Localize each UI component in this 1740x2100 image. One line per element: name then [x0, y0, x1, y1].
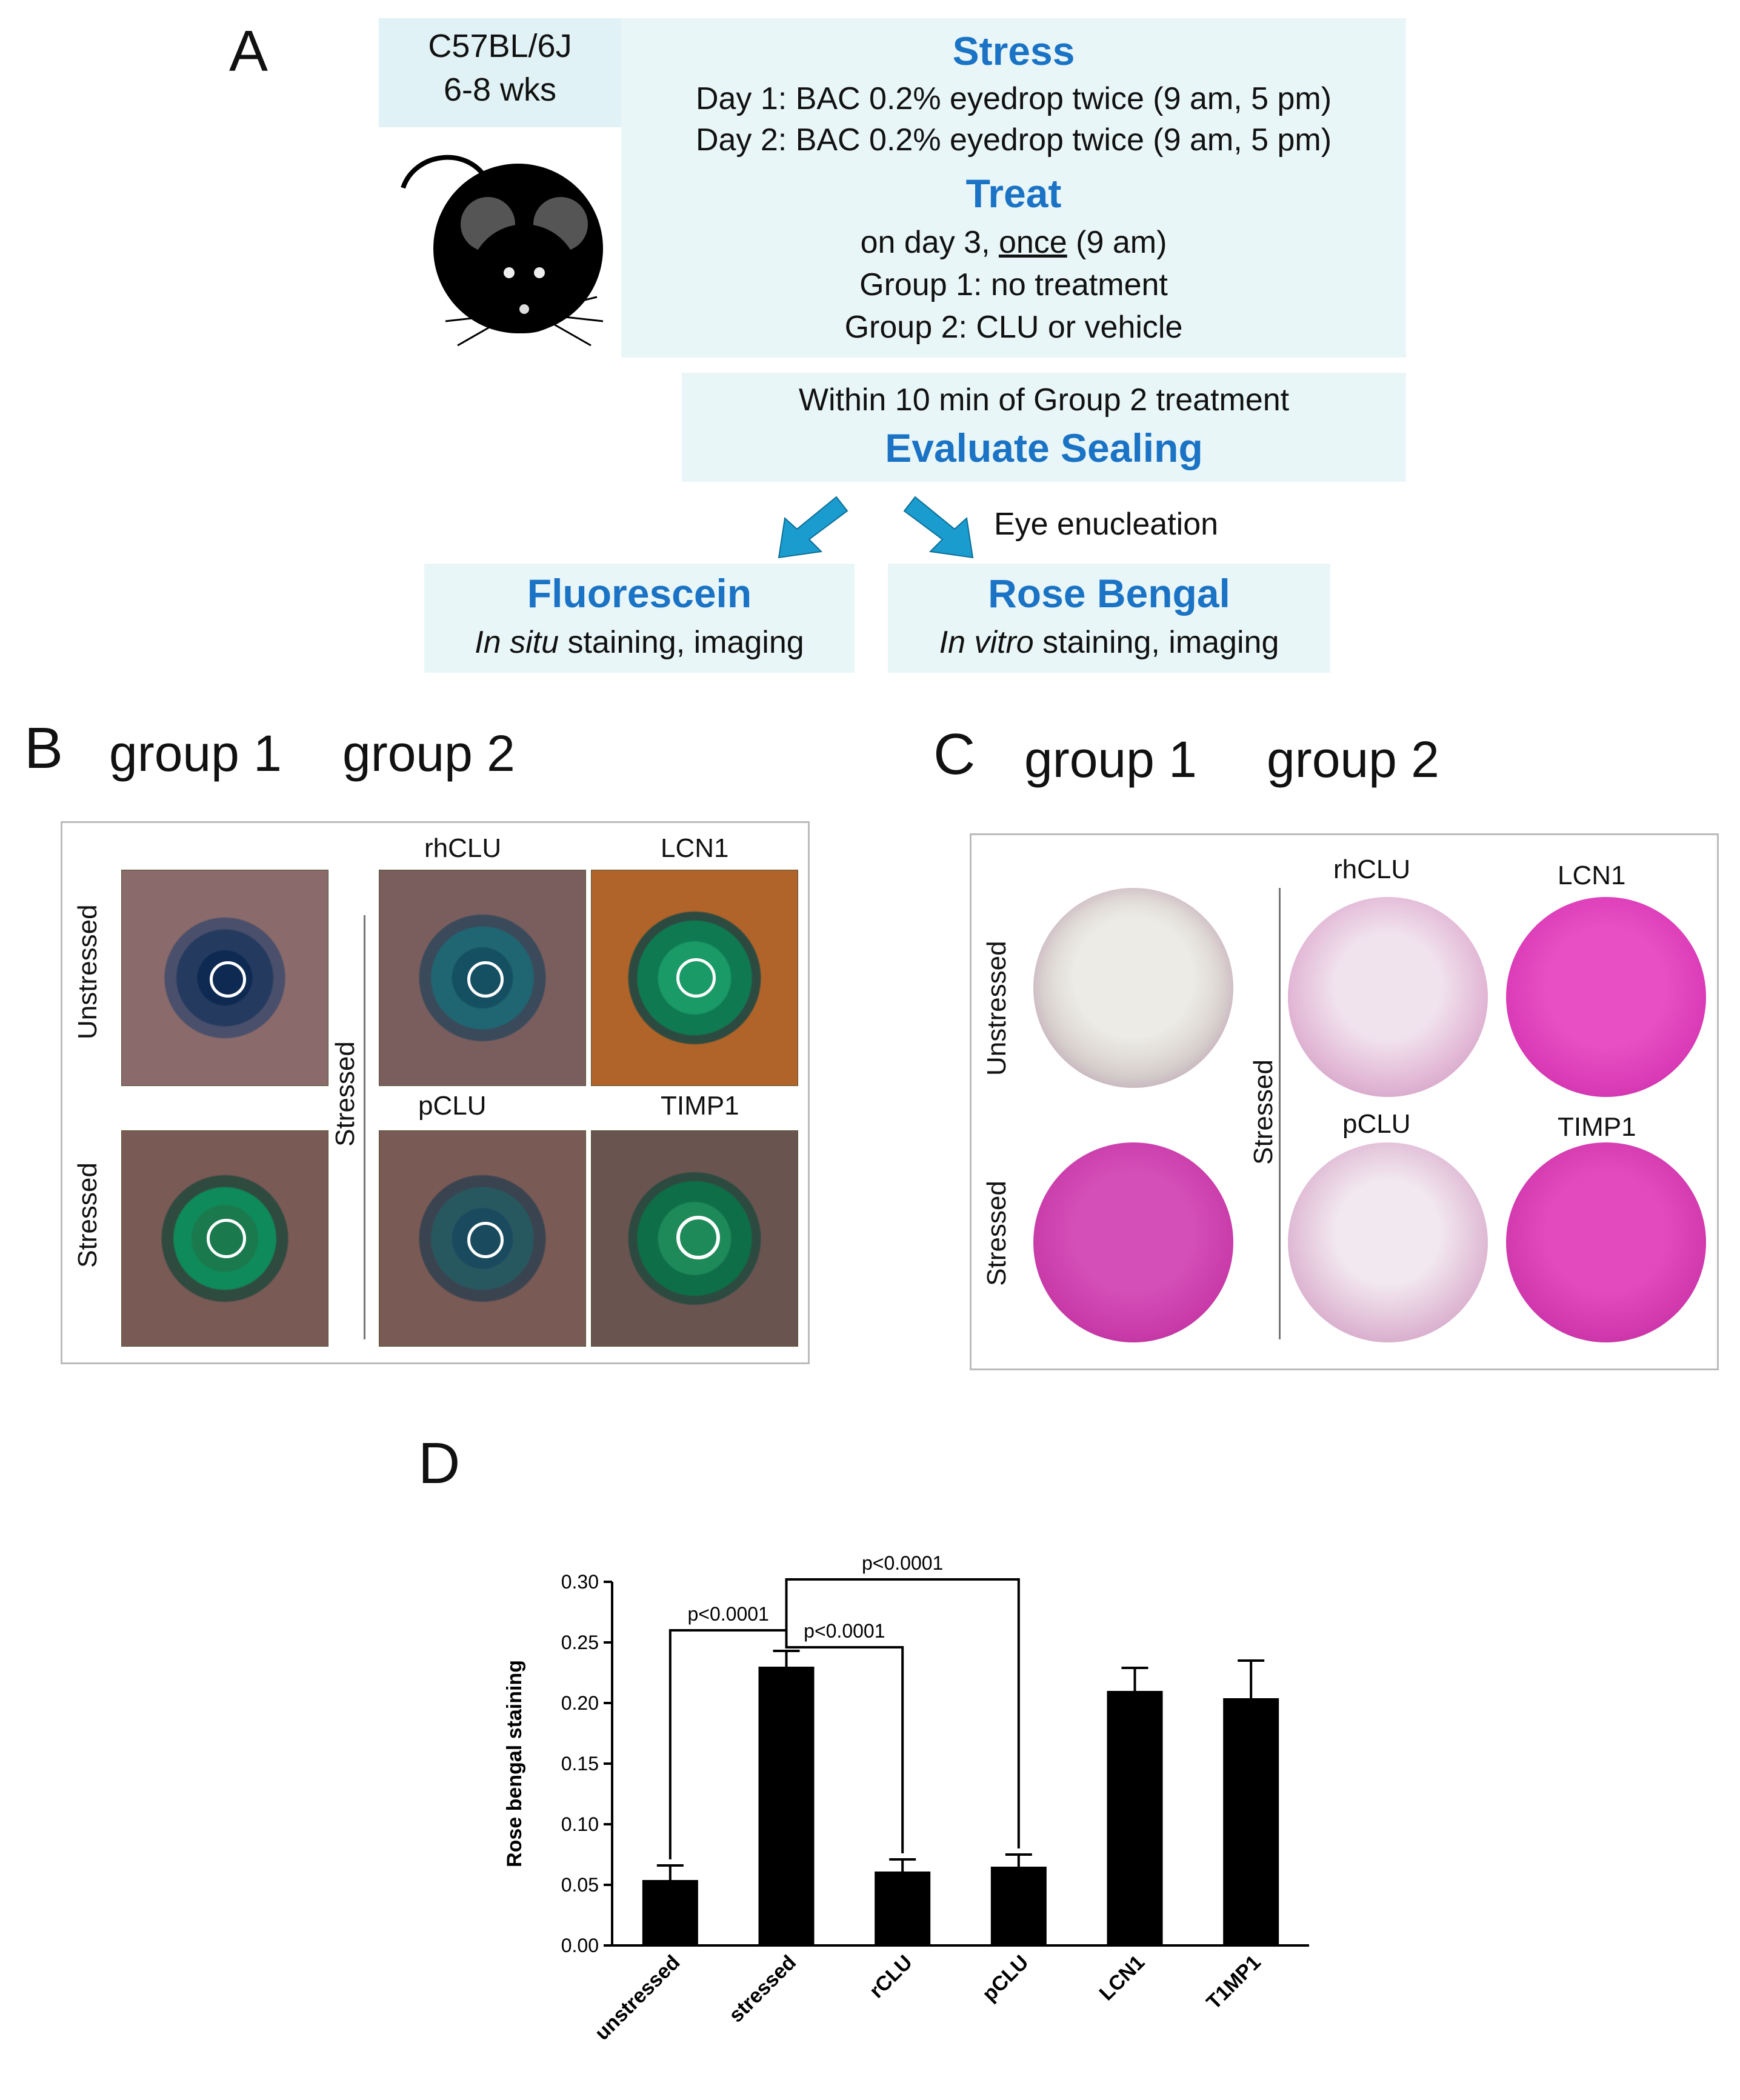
treat-group2: Group 2: CLU or vehicle — [844, 310, 1183, 345]
y-tick-label: 0.10 — [561, 1813, 599, 1835]
rose-bengal-italic: In vitro — [939, 625, 1034, 660]
panel-b-group2: group 2 — [342, 725, 515, 782]
dish-stressed-lcn1 — [1506, 897, 1706, 1097]
b-label-pclu: pCLU — [418, 1091, 487, 1121]
panel-c-letter: C — [933, 722, 976, 787]
bar — [1223, 1698, 1279, 1945]
b-label-timp1: TIMP1 — [661, 1091, 739, 1121]
stress-title: Stress — [952, 28, 1075, 73]
x-tick-label: rCLU — [865, 1951, 917, 2003]
mouse-age: 6-8 wks — [443, 72, 557, 108]
x-tick-label: LCN1 — [1095, 1951, 1149, 2005]
rose-bengal-title: Rose Bengal — [988, 571, 1230, 616]
dish-stressed-group1 — [1033, 1142, 1233, 1342]
rose-bengal-rest: staining, imaging — [1033, 625, 1279, 660]
stress-day1: Day 1: BAC 0.2% eyedrop twice (9 am, 5 p… — [695, 81, 1332, 116]
y-tick-label: 0.15 — [561, 1753, 599, 1775]
b-separator — [364, 915, 365, 1339]
dish-unstressed-group1 — [1033, 888, 1233, 1088]
significance-label: p<0.0001 — [862, 1552, 943, 1574]
eye-stressed-group1 — [121, 1130, 328, 1347]
c-row-unstressed: Unstressed — [982, 941, 1012, 1076]
y-tick-label: 0.05 — [561, 1874, 599, 1896]
eye-stressed-rhclu — [379, 870, 586, 1086]
y-axis-label: Rose bengal staining — [503, 1660, 526, 1867]
eye-enucleation: Eye enucleation — [994, 507, 1219, 542]
c-col-stressed: Stressed — [1248, 1059, 1278, 1165]
eye-unstressed-group1 — [121, 870, 328, 1086]
mouse-illustration — [379, 127, 621, 358]
panel-b-group1: group 1 — [109, 725, 282, 782]
bar — [758, 1667, 815, 1945]
significance-label: p<0.0001 — [687, 1603, 768, 1625]
b-label-lcn1: LCN1 — [661, 833, 729, 863]
c-label-timp1: TIMP1 — [1558, 1112, 1636, 1142]
evaluate-box — [682, 373, 1406, 482]
mouse-strain: C57BL/6J — [428, 28, 572, 64]
bar — [990, 1867, 1047, 1945]
c-label-pclu: pCLU — [1342, 1109, 1411, 1139]
bar — [875, 1872, 931, 1945]
fluorescein-title: Fluorescein — [527, 571, 752, 616]
eye-stressed-lcn1 — [591, 870, 798, 1086]
dish-stressed-timp1 — [1506, 1142, 1706, 1342]
panel-b-letter: B — [24, 716, 64, 781]
y-tick-label: 0.25 — [561, 1632, 599, 1653]
treat-title: Treat — [965, 171, 1062, 216]
mouse-strain-box — [379, 18, 621, 127]
fluorescein-desc: In situ staining, imaging — [424, 621, 855, 664]
y-tick-label: 0.20 — [561, 1692, 599, 1714]
dish-stressed-rhclu — [1288, 897, 1488, 1097]
x-tick-label: T1MP1 — [1202, 1951, 1265, 2014]
panel-c-group1: group 1 — [1024, 731, 1197, 788]
treat-group1: Group 1: no treatment — [859, 267, 1168, 302]
c-row-stressed: Stressed — [982, 1181, 1012, 1286]
eye-stressed-pclu — [379, 1130, 586, 1347]
c-label-rhclu: rhCLU — [1333, 855, 1411, 884]
eye-stressed-timp1 — [591, 1130, 798, 1347]
b-row-unstressed: Unstressed — [73, 904, 102, 1039]
dish-stressed-pclu — [1288, 1142, 1488, 1342]
treat-day3-once: once — [998, 225, 1067, 260]
stress-day2: Day 2: BAC 0.2% eyedrop twice (9 am, 5 p… — [695, 122, 1332, 158]
treat-day3-pre: on day 3, — [860, 225, 999, 260]
rose-bengal-box — [888, 564, 1330, 673]
arrow-right-icon — [903, 496, 974, 559]
x-tick-label: pCLU — [978, 1951, 1033, 2006]
b-col-stressed: Stressed — [330, 1041, 360, 1147]
panel-c-group2: group 2 — [1267, 731, 1439, 788]
panel-d-letter: D — [418, 1431, 461, 1496]
significance-label: p<0.0001 — [804, 1620, 885, 1642]
c-label-lcn1: LCN1 — [1558, 861, 1626, 890]
significance-bracket — [785, 1645, 904, 1853]
y-tick-label: 0.30 — [561, 1571, 599, 1593]
b-label-rhclu: rhCLU — [424, 833, 502, 863]
evaluate-title: Evaluate Sealing — [885, 425, 1203, 470]
rose-bengal-desc: In vitro staining, imaging — [888, 621, 1330, 664]
treat-day3: on day 3, once (9 am) — [621, 221, 1406, 264]
panel-a-letter: A — [229, 19, 268, 84]
treat-day3-post: (9 am) — [1067, 225, 1167, 260]
fluorescein-box — [424, 564, 855, 673]
evaluate-timing: Within 10 min of Group 2 treatment — [798, 382, 1290, 418]
bar — [642, 1880, 698, 1945]
significance-bracket — [785, 1578, 1020, 1848]
c-separator — [1279, 888, 1281, 1339]
arrow-left-icon — [778, 496, 848, 559]
b-row-stressed: Stressed — [73, 1162, 102, 1268]
fluorescein-italic: In situ — [475, 625, 559, 660]
x-tick-label: stressed — [724, 1951, 801, 2027]
fluorescein-rest: staining, imaging — [559, 625, 804, 660]
bar — [1107, 1691, 1163, 1945]
y-tick-label: 0.00 — [561, 1935, 599, 1956]
x-tick-label: unstressed — [590, 1951, 684, 2045]
